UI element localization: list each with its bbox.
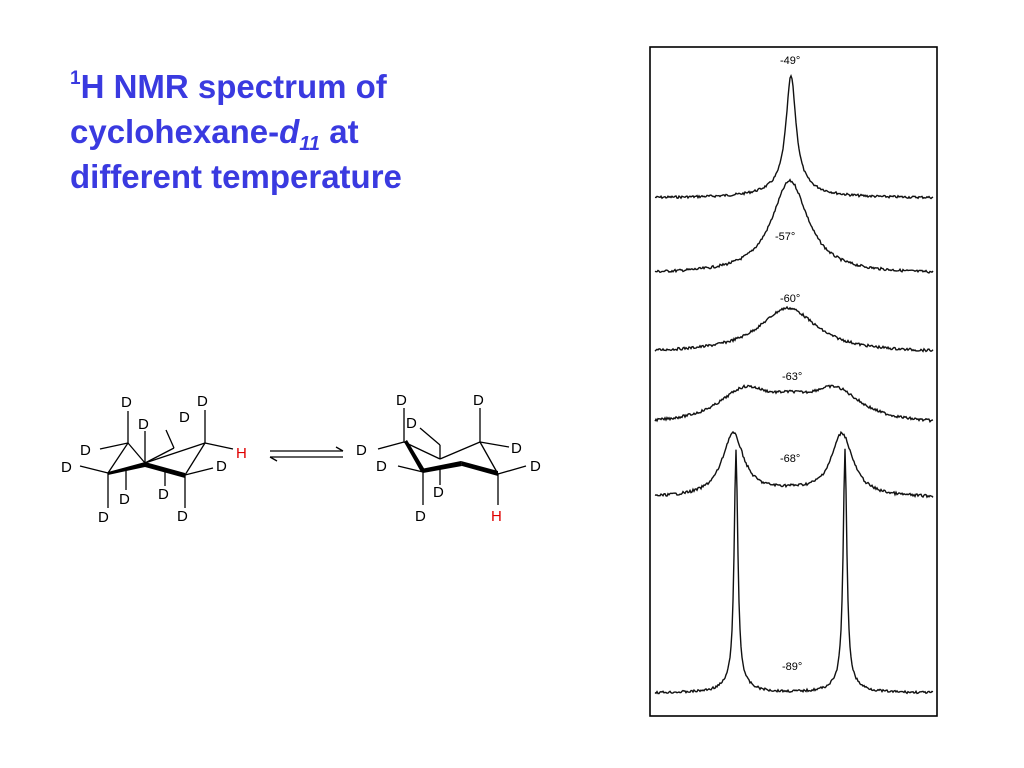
nmr-spectra-panel: -49° -57° -60° -63° -68° -89° — [649, 46, 938, 717]
cyclohexane-chair-left — [79, 410, 234, 508]
atom-d: D — [356, 442, 367, 459]
atom-h-equatorial: H — [236, 445, 247, 462]
nmr-trace — [654, 430, 934, 499]
atom-d: D — [216, 458, 227, 475]
atom-d: D — [98, 509, 109, 526]
title-d: d — [279, 113, 300, 150]
nmr-trace — [654, 74, 934, 200]
atom-d: D — [138, 416, 149, 433]
temperature-label: -60° — [780, 293, 800, 305]
right-atom-labels: D D D D D D D D D H — [356, 392, 541, 525]
atom-d: D — [197, 393, 208, 410]
atom-d: D — [406, 415, 417, 432]
temperature-label: -89° — [782, 661, 802, 673]
temperature-label: -68° — [780, 453, 800, 465]
title-at: at — [320, 113, 359, 150]
nmr-trace — [654, 178, 934, 274]
left-atom-labels: D D D D D D D D D D D H — [61, 393, 247, 526]
title-line-1: H NMR spectrum of — [80, 68, 387, 105]
atom-d: D — [177, 508, 188, 525]
title-subscript: 11 — [299, 133, 321, 155]
nmr-trace — [654, 448, 934, 695]
atom-d: D — [396, 392, 407, 409]
slide-title: 1H NMR spectrum of cyclohexane-d11 at diff… — [70, 64, 550, 199]
temperature-label: -57° — [775, 231, 795, 243]
atom-d: D — [158, 486, 169, 503]
atom-d: D — [511, 440, 522, 457]
title-line-2: cyclohexane- — [70, 113, 280, 150]
atom-d: D — [61, 459, 72, 476]
equilibrium-arrows — [269, 446, 344, 462]
temperature-label: -63° — [782, 371, 802, 383]
atom-d: D — [119, 491, 130, 508]
atom-d: D — [376, 458, 387, 475]
cyclohexane-chair-right — [377, 408, 527, 505]
atom-d: D — [121, 394, 132, 411]
atom-d: D — [415, 508, 426, 525]
atom-d: D — [530, 458, 541, 475]
atom-d: D — [179, 409, 190, 426]
spectra-frame — [649, 46, 938, 717]
atom-h-axial: H — [491, 508, 502, 525]
temperature-label: -49° — [780, 55, 800, 67]
atom-d: D — [433, 484, 444, 501]
nmr-trace — [654, 384, 934, 423]
title-superscript: 1 — [70, 68, 81, 89]
atom-d: D — [473, 392, 484, 409]
nmr-trace — [654, 305, 934, 353]
title-line-3: different temperature — [70, 158, 402, 195]
atom-d: D — [80, 442, 91, 459]
